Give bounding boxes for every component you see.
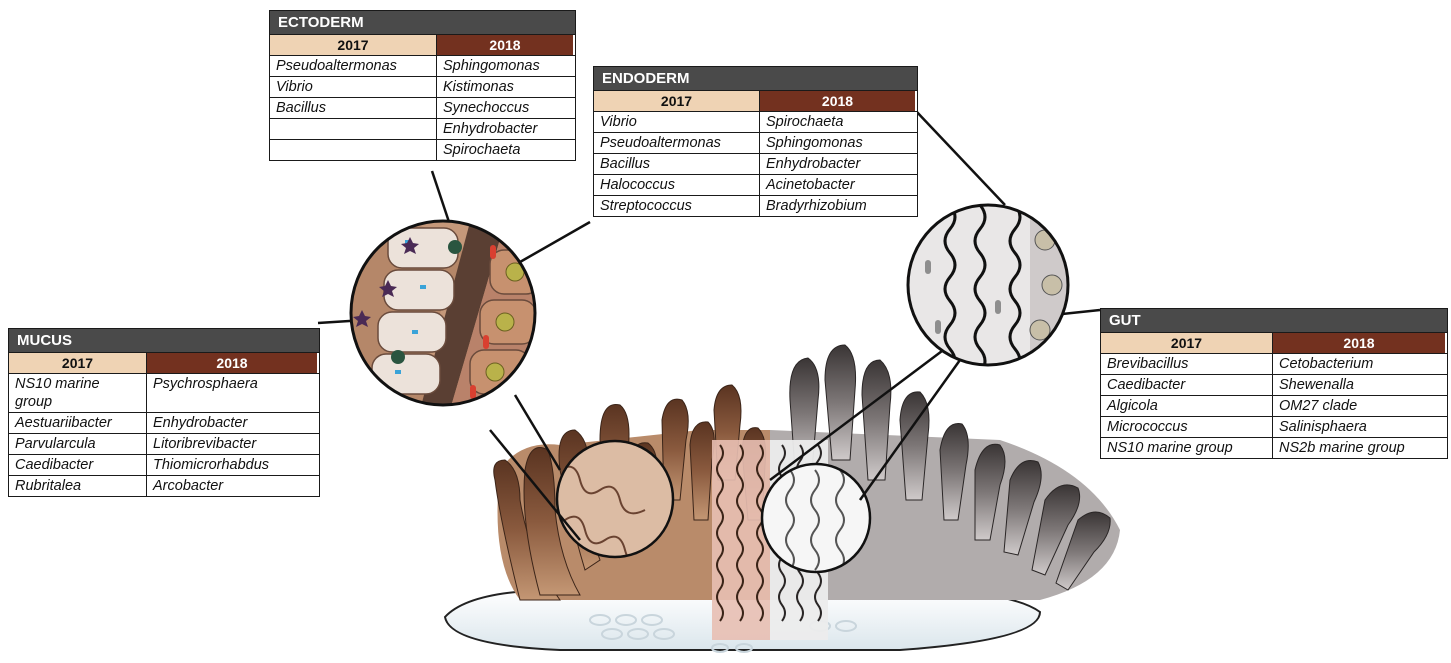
mucus-year-2017: 2017 [9, 353, 147, 373]
mucus-cell-2018: Arcobacter [147, 476, 317, 496]
endoderm-cell-2018: Spirochaeta [760, 112, 915, 132]
ectoderm-year-2017: 2017 [270, 35, 437, 55]
mucus-cell-2018: Enhydrobacter [147, 413, 317, 433]
endoderm-cell-2017: Halococcus [594, 175, 760, 195]
endoderm-cell-2018: Bradyrhizobium [760, 196, 915, 216]
gut-cell-2018: NS2b marine group [1273, 438, 1445, 458]
endoderm-title: ENDODERM [594, 67, 917, 90]
ectoderm-title: ECTODERM [270, 11, 575, 34]
mucus-cell-2018: Thiomicrorhabdus [147, 455, 317, 475]
mucus-year-2018: 2018 [147, 353, 317, 373]
endoderm-cell-2017: Bacillus [594, 154, 760, 174]
gut-cell-2018: Shewenalla [1273, 375, 1445, 395]
ectoderm-cell-2018: Synechoccus [437, 98, 573, 118]
gut-cell-2017: Caedibacter [1101, 375, 1273, 395]
ectoderm-cell-2018: Enhydrobacter [437, 119, 573, 139]
mucus-cell-2018: Psychrosphaera [147, 374, 317, 412]
endoderm-year-2017: 2017 [594, 91, 760, 111]
ectoderm-cell-2018: Sphingomonas [437, 56, 573, 76]
mucus-cell-2017: Parvularcula [9, 434, 147, 454]
endoderm-cell-2018: Enhydrobacter [760, 154, 915, 174]
mucus-cell-2017: Rubritalea [9, 476, 147, 496]
ectoderm-cell-2018: Kistimonas [437, 77, 573, 97]
ectoderm-year-2018: 2018 [437, 35, 573, 55]
gut-title: GUT [1101, 309, 1447, 332]
ectoderm-cell-2017 [270, 140, 437, 160]
magnifier-ectoderm [350, 220, 540, 420]
gut-cell-2018: Salinisphaera [1273, 417, 1445, 437]
endoderm-cell-2018: Sphingomonas [760, 133, 915, 153]
mucus-cell-2017: NS10 marine group [9, 374, 147, 412]
gut-cell-2017: NS10 marine group [1101, 438, 1273, 458]
mucus-cell-2017: Aestuariibacter [9, 413, 147, 433]
endoderm-year-2018: 2018 [760, 91, 915, 111]
table-row: Spirochaeta [270, 139, 575, 160]
mucus-title: MUCUS [9, 329, 319, 352]
ectoderm-cell-2018: Spirochaeta [437, 140, 573, 160]
ectoderm-cell-2017: Bacillus [270, 98, 437, 118]
endoderm-cell-2017: Streptococcus [594, 196, 760, 216]
gut-cell-2018: OM27 clade [1273, 396, 1445, 416]
gut-cell-2017: Algicola [1101, 396, 1273, 416]
magnifier-endoderm [905, 203, 1080, 373]
ectoderm-cell-2017: Vibrio [270, 77, 437, 97]
table-row: Enhydrobacter [270, 118, 575, 139]
gut-year-2017: 2017 [1101, 333, 1273, 353]
endoderm-cell-2018: Acinetobacter [760, 175, 915, 195]
mucus-cell-2018: Litoribrevibacter [147, 434, 317, 454]
gut-cell-2017: Brevibacillus [1101, 354, 1273, 374]
mucus-cell-2017: Caedibacter [9, 455, 147, 475]
endoderm-cell-2017: Vibrio [594, 112, 760, 132]
gut-cell-2018: Cetobacterium [1273, 354, 1445, 374]
gut-year-2018: 2018 [1273, 333, 1445, 353]
ectoderm-cell-2017: Pseudoaltermonas [270, 56, 437, 76]
gut-cell-2017: Micrococcus [1101, 417, 1273, 437]
endoderm-cell-2017: Pseudoaltermonas [594, 133, 760, 153]
ectoderm-cell-2017 [270, 119, 437, 139]
